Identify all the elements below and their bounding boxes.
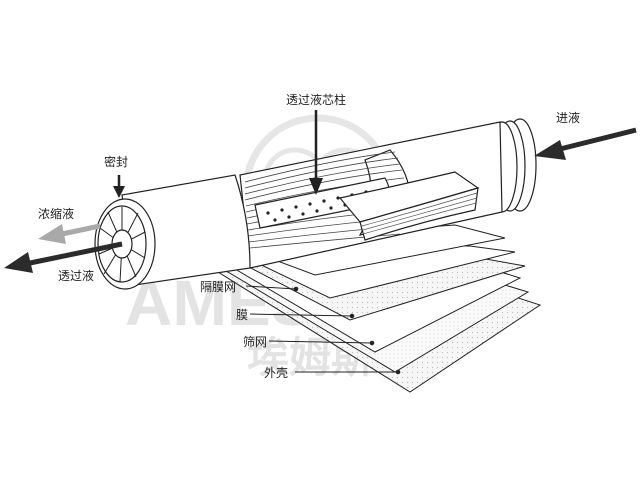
leader-spacer (245, 285, 297, 290)
permeate-arrow-shaft (29, 241, 123, 266)
permeate-arrow-head (4, 252, 33, 273)
label-seal: 密封 (104, 154, 128, 169)
seal-pointer-head (113, 186, 125, 198)
label-feed: 进液 (556, 110, 580, 125)
core-pointer-head (309, 178, 323, 195)
label-spacer-mesh: 隔膜网 (200, 280, 236, 294)
feed-arrow-head (534, 140, 566, 160)
membrane-element (94, 118, 537, 290)
label-permeate-core: 透过液芯柱 (286, 92, 346, 107)
labels: 透过液芯柱 进液 密封 浓缩液 透过液 隔膜网 膜 筛网 外壳 (38, 92, 580, 380)
left-end-ring (97, 205, 147, 283)
leaf-lines (361, 192, 478, 235)
leader-screen (268, 340, 373, 344)
label-concentrate: 浓缩液 (38, 206, 74, 221)
concentrate-arrow-head (38, 224, 66, 244)
concentrate-arrow-shaft (61, 223, 101, 237)
feed-arrow-shaft (559, 127, 637, 152)
label-membrane: 膜 (236, 308, 248, 322)
leader-lines (245, 285, 401, 375)
label-shell: 外壳 (264, 366, 288, 380)
flow-arrows (4, 110, 637, 273)
label-permeate: 透过液 (58, 268, 94, 283)
label-screen-mesh: 筛网 (243, 334, 267, 349)
leader-membrane (249, 313, 353, 317)
